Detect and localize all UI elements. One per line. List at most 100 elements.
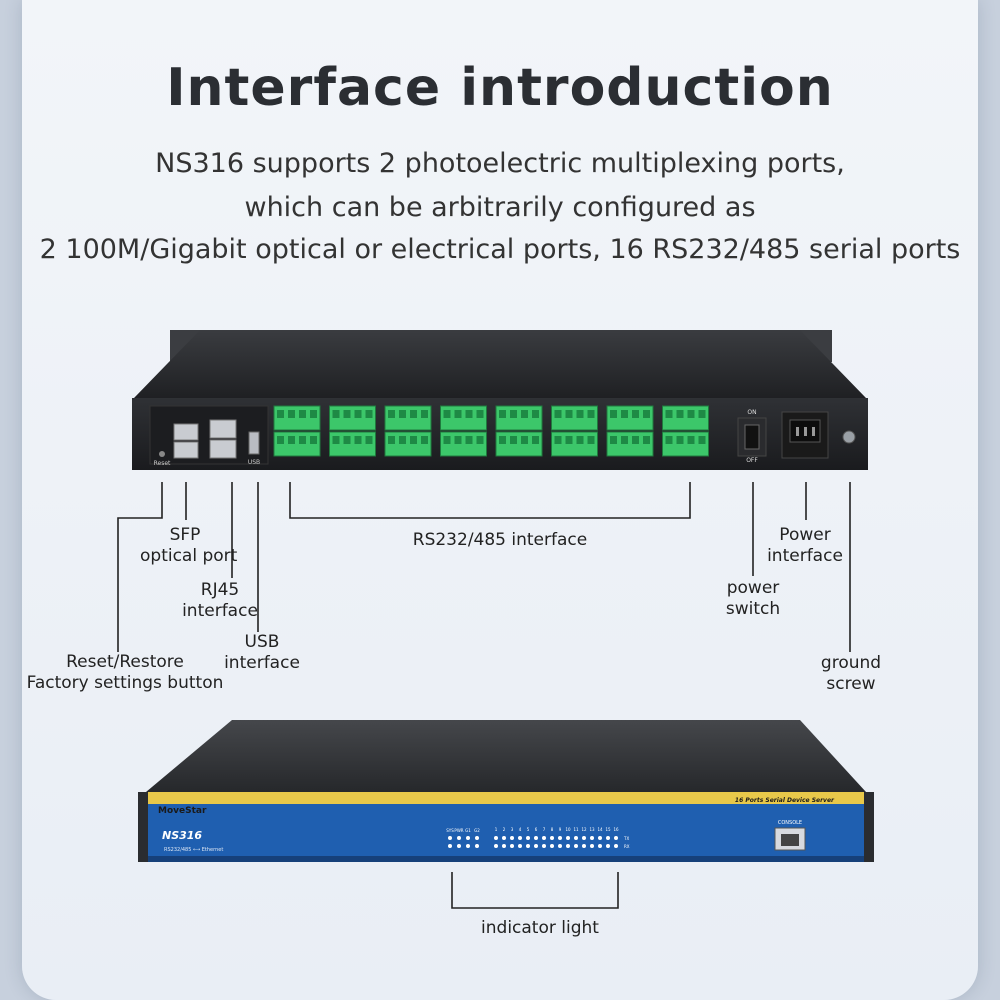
ground-screw bbox=[842, 430, 856, 444]
power-interface-callout: Power interface bbox=[760, 525, 850, 567]
status-led bbox=[448, 836, 452, 840]
port-number-label: 7 bbox=[543, 827, 546, 832]
subtitle-line-2: which can be arbitrarily configured as bbox=[244, 192, 756, 223]
tx-led bbox=[590, 836, 594, 840]
rx-led bbox=[582, 844, 586, 848]
tx-led bbox=[526, 836, 530, 840]
tx-led bbox=[606, 836, 610, 840]
usb-port bbox=[248, 431, 260, 455]
port-number-label: 13 bbox=[589, 827, 595, 832]
status-led bbox=[448, 844, 452, 848]
port-number-label: 11 bbox=[573, 827, 579, 832]
left-port-block bbox=[149, 405, 269, 465]
callout-lines bbox=[117, 482, 851, 909]
power-interface-callout-line1: Power bbox=[779, 525, 831, 545]
sfp-port-2 bbox=[173, 441, 199, 459]
indicator-callout: indicator light bbox=[481, 918, 599, 938]
front-chassis-top bbox=[146, 720, 866, 792]
terminal-block bbox=[495, 405, 543, 457]
usb-callout-line1: USB bbox=[244, 632, 280, 652]
tx-label: TX bbox=[623, 836, 629, 841]
rear-chassis-top bbox=[134, 330, 866, 398]
reset-silk-label: Reset bbox=[154, 460, 171, 467]
reset-callout: Reset/Restore Factory settings button bbox=[25, 652, 225, 694]
port-number-label: 12 bbox=[581, 827, 587, 832]
terminal-block bbox=[662, 405, 709, 457]
status-led bbox=[475, 836, 479, 840]
rj45-callout-line1: RJ45 bbox=[200, 580, 240, 600]
subtitle-line-3: 2 100M/Gigabit optical or electrical por… bbox=[39, 234, 961, 265]
status-led bbox=[457, 836, 461, 840]
tx-led bbox=[510, 836, 514, 840]
reset-callout-line2: Factory settings button bbox=[26, 673, 224, 693]
model-label: NS316 bbox=[162, 829, 202, 842]
rs232-callout: RS232/485 interface bbox=[412, 530, 588, 550]
rx-led bbox=[518, 844, 522, 848]
port-number-label: 9 bbox=[559, 827, 562, 832]
tx-led bbox=[566, 836, 570, 840]
rx-label: RX bbox=[624, 844, 630, 849]
rx-led bbox=[614, 844, 618, 848]
reset-callout-line1: Reset/Restore bbox=[66, 652, 184, 672]
page-title: Interface introduction bbox=[166, 58, 834, 118]
rx-led bbox=[494, 844, 498, 848]
switch-on-label: ON bbox=[747, 409, 756, 416]
ground-callout-line1: ground bbox=[820, 653, 882, 673]
front-yellow-stripe bbox=[146, 792, 866, 804]
status-led bbox=[466, 844, 470, 848]
sfp-callout-line2: optical port bbox=[140, 546, 238, 566]
terminal-block bbox=[329, 405, 376, 457]
brand-logo-text: MoveStar bbox=[158, 806, 207, 816]
power-switch-callout-line2: switch bbox=[725, 599, 781, 619]
tx-led bbox=[502, 836, 506, 840]
terminal-block bbox=[551, 405, 598, 457]
power-switch bbox=[744, 424, 760, 450]
tx-led bbox=[518, 836, 522, 840]
rj45-port-1 bbox=[209, 419, 237, 439]
rx-led bbox=[566, 844, 570, 848]
console-label: CONSOLE bbox=[778, 820, 802, 826]
rx-led bbox=[558, 844, 562, 848]
port-number-label: 10 bbox=[565, 827, 571, 832]
port-number-label: 6 bbox=[535, 827, 538, 832]
power-switch-callout: power switch bbox=[712, 578, 794, 620]
usb-callout: USB interface bbox=[222, 632, 302, 674]
rx-led bbox=[574, 844, 578, 848]
rj45-callout-line2: interface bbox=[182, 601, 258, 621]
subtitle-line-1: NS316 supports 2 photoelectric multiplex… bbox=[155, 148, 845, 179]
port-number-label: 5 bbox=[527, 827, 530, 832]
rj45-port-2 bbox=[209, 439, 237, 459]
rx-led bbox=[590, 844, 594, 848]
tx-led bbox=[582, 836, 586, 840]
status-led bbox=[466, 836, 470, 840]
rx-led bbox=[542, 844, 546, 848]
led-label: SYS bbox=[446, 828, 454, 833]
ground-callout-line2: screw bbox=[826, 674, 876, 694]
rx-led bbox=[598, 844, 602, 848]
tx-led bbox=[550, 836, 554, 840]
status-led bbox=[457, 844, 461, 848]
rj45-callout: RJ45 interface bbox=[178, 580, 262, 622]
switch-off-label: OFF bbox=[746, 457, 758, 464]
sfp-callout-line1: SFP bbox=[169, 525, 201, 545]
tx-led bbox=[614, 836, 618, 840]
sfp-port-1 bbox=[173, 423, 199, 441]
rx-led bbox=[526, 844, 530, 848]
model-sub-label: RS232/485 ⟷ Ethernet bbox=[164, 847, 223, 853]
power-switch-callout-line1: power bbox=[726, 578, 780, 598]
tx-led bbox=[534, 836, 538, 840]
usb-callout-line2: interface bbox=[224, 653, 300, 673]
port-number-label: 1 bbox=[495, 827, 498, 832]
rx-led bbox=[502, 844, 506, 848]
tx-led bbox=[598, 836, 602, 840]
tx-led bbox=[574, 836, 578, 840]
tx-led bbox=[494, 836, 498, 840]
led-label: PWR bbox=[454, 828, 463, 833]
rx-led bbox=[606, 844, 610, 848]
port-number-label: 16 bbox=[613, 827, 619, 832]
port-number-label: 15 bbox=[605, 827, 611, 832]
terminal-block bbox=[440, 405, 487, 457]
